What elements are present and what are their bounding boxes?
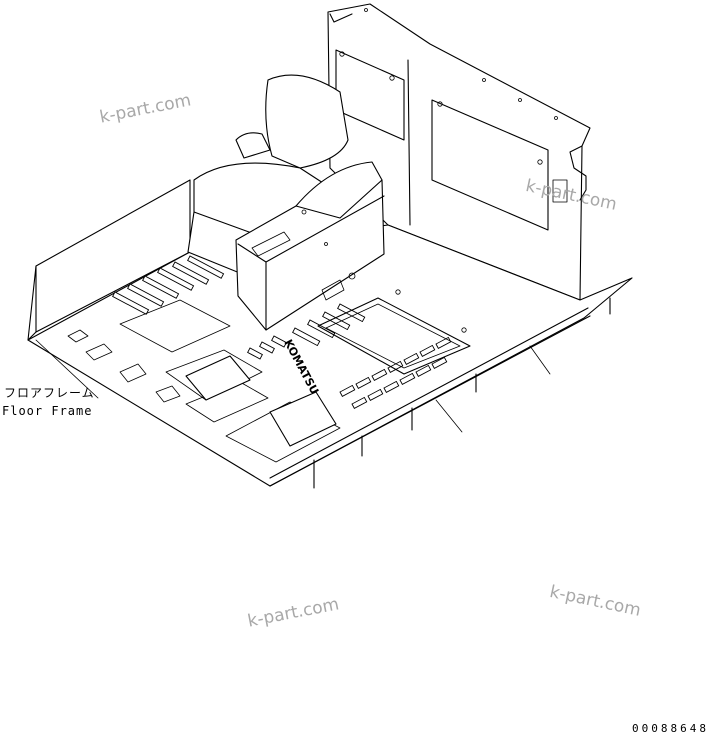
- floor-plate: [27, 224, 633, 487]
- floor-mat-grooves: [112, 255, 452, 410]
- mounting-studs: [313, 297, 611, 489]
- floor-frame-label-en: Floor Frame: [2, 404, 93, 418]
- floor-frame-label-jp: フロアフレーム: [4, 386, 95, 400]
- operator-seat: [187, 74, 385, 331]
- pedals: [185, 355, 337, 447]
- figure-code: 00088648: [632, 722, 709, 735]
- leader-lines: [35, 339, 551, 433]
